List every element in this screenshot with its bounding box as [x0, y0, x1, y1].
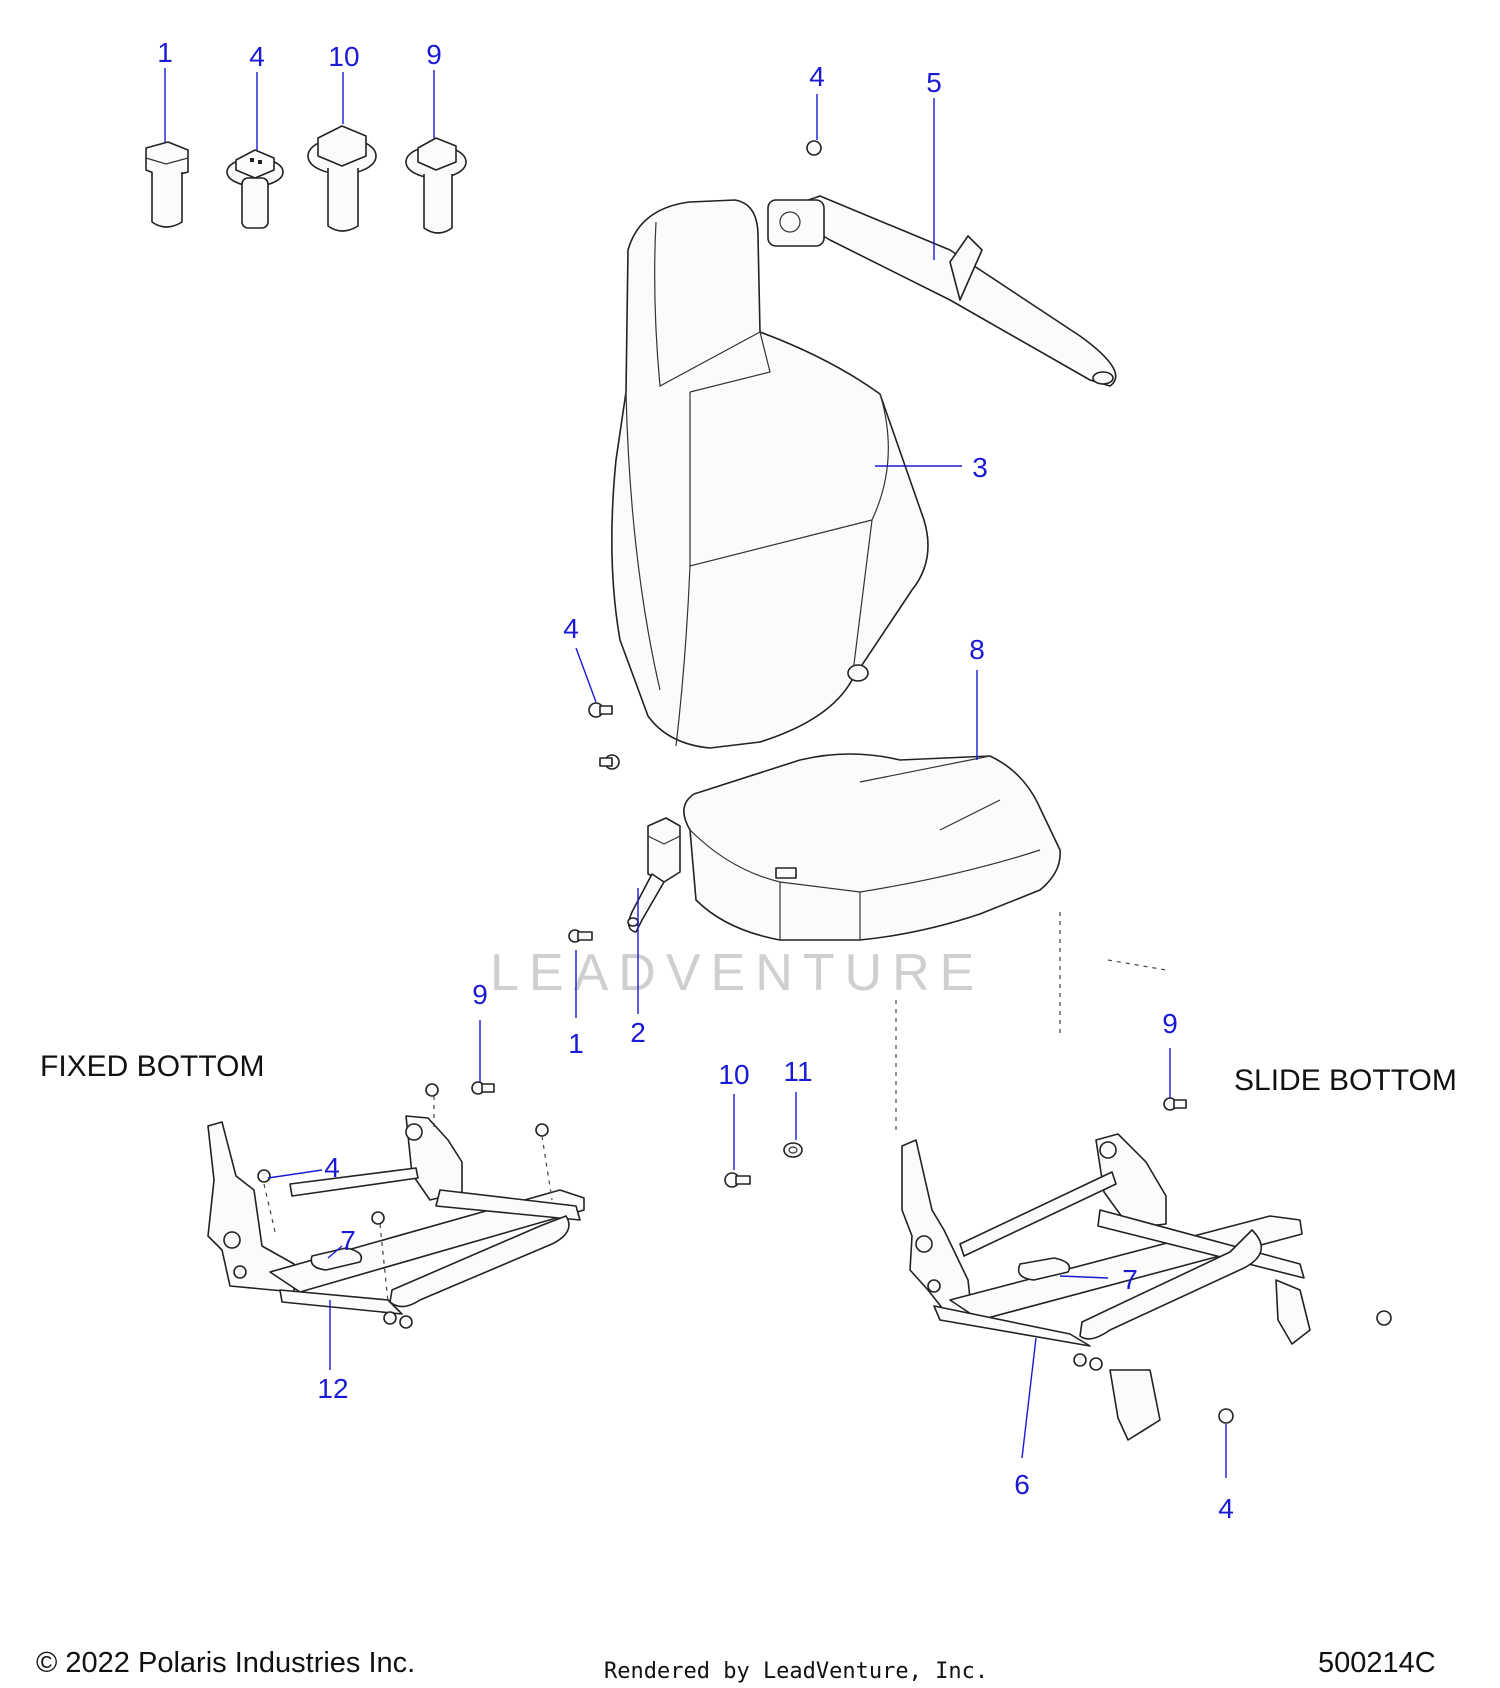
seat-back-drawing	[611, 199, 929, 749]
bolt-1-drawing	[145, 141, 189, 228]
callout-5: 5	[926, 67, 942, 98]
copyright-text: © 2022 Polaris Industries Inc.	[36, 1647, 415, 1679]
bolt-9-drawing	[405, 137, 467, 234]
callout-9-fixed: 9	[472, 979, 488, 1010]
callout-4-back: 4	[563, 613, 579, 644]
watermark-text: LEADVENTURE	[490, 944, 984, 1002]
bolt-4-drawing	[226, 149, 284, 229]
callout-10-center: 10	[718, 1059, 749, 1090]
fixed-bottom-frame-drawing	[207, 1081, 585, 1329]
callout-9-slide: 9	[1162, 1008, 1178, 1039]
callout-8: 8	[969, 634, 985, 665]
callout-4-fixed: 4	[324, 1152, 340, 1183]
callout-6: 6	[1014, 1469, 1030, 1500]
slide-bottom-heading: SLIDE BOTTOM	[1234, 1064, 1457, 1097]
callout-3: 3	[972, 452, 988, 483]
seat-bottom-cushion-drawing	[683, 753, 1061, 941]
callout-7-fixed: 7	[340, 1225, 356, 1256]
seat-belt-buckle-drawing	[568, 817, 681, 943]
callout-9-top: 9	[426, 39, 442, 70]
callout-11: 11	[783, 1056, 812, 1087]
callout-1-buckle: 1	[568, 1028, 584, 1059]
slide-bottom-frame-drawing	[901, 1097, 1392, 1441]
callout-4-slide: 4	[1218, 1493, 1234, 1524]
callout-2: 2	[630, 1017, 646, 1048]
washer-11-drawing	[783, 1142, 803, 1158]
fixed-bottom-heading: FIXED BOTTOM	[40, 1050, 264, 1083]
callout-4-belt: 4	[809, 61, 825, 92]
callout-1-top: 1	[157, 37, 173, 68]
seat-belt-retractor-drawing	[767, 140, 1117, 387]
center-bolt-10-drawing	[724, 1172, 751, 1188]
callout-10-top: 10	[328, 41, 359, 72]
rendered-by-text: Rendered by LeadVenture, Inc.	[604, 1659, 988, 1684]
bolt-10-drawing	[307, 125, 377, 232]
seat-back-screws-drawing	[588, 702, 620, 770]
callout-7-slide: 7	[1122, 1264, 1138, 1295]
diagram-number: 500214C	[1318, 1647, 1436, 1679]
callout-4-top: 4	[249, 41, 265, 72]
callout-12: 12	[317, 1373, 348, 1404]
